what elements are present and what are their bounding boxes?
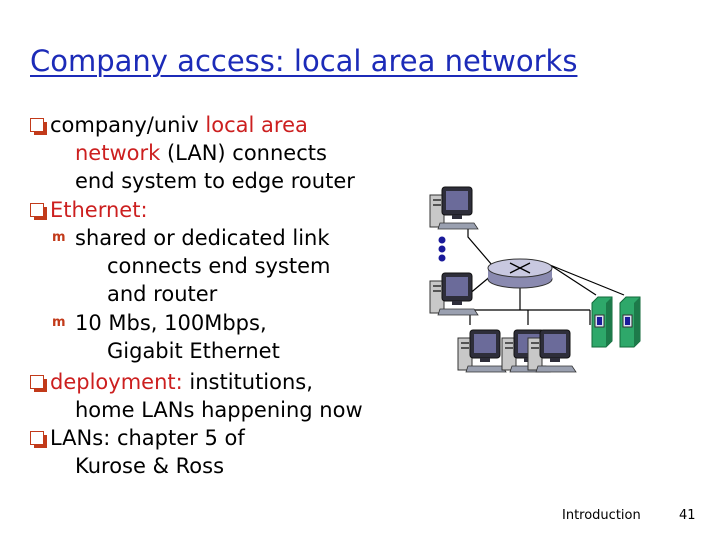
server-icon bbox=[619, 296, 641, 348]
bullet-text: (LAN) connects bbox=[160, 141, 327, 165]
bullet-text: Kurose & Ross bbox=[75, 454, 225, 478]
bullet-line: deployment: institutions, bbox=[50, 370, 313, 394]
bullet-line: LANs: chapter 5 of bbox=[50, 426, 245, 450]
bullet-text-highlight: Ethernet: bbox=[50, 198, 148, 222]
bullet-text: shared or dedicated link bbox=[75, 226, 330, 250]
bullet-line: network (LAN) connects bbox=[75, 141, 327, 165]
server-icon bbox=[591, 296, 613, 348]
sub-bullet-line: and router bbox=[107, 282, 217, 306]
bullet-text-highlight: network bbox=[75, 141, 161, 165]
bullet-text: end system to edge router bbox=[75, 169, 355, 193]
bullet-marker-icon bbox=[30, 431, 47, 448]
router-icon bbox=[487, 258, 553, 289]
bullet-text: company/univ bbox=[50, 113, 206, 137]
bullet-marker-icon bbox=[30, 375, 47, 392]
sub-bullet-line: shared or dedicated link bbox=[75, 226, 330, 250]
bullet-line: Ethernet: bbox=[50, 198, 148, 222]
bullet-marker-icon bbox=[30, 118, 47, 135]
bullet-text-highlight: local area bbox=[205, 113, 308, 137]
more-hosts-dots bbox=[438, 236, 446, 262]
sub-bullet-marker-icon: m bbox=[52, 230, 66, 245]
bullet-text: Gigabit Ethernet bbox=[107, 339, 280, 363]
bullet-text: connects end system bbox=[107, 254, 331, 278]
bullet-line: Kurose & Ross bbox=[75, 454, 224, 478]
footer-section: Introduction bbox=[562, 508, 641, 523]
sub-bullet-line: connects end system bbox=[107, 254, 330, 278]
page-number: 41 bbox=[679, 508, 696, 523]
bullet-line: home LANs happening now bbox=[75, 398, 363, 422]
desktop-computer-icon bbox=[457, 329, 507, 373]
bullet-text: institutions, bbox=[189, 370, 313, 394]
bullet-text: LANs: chapter 5 of bbox=[50, 426, 245, 450]
sub-bullet-line: 10 Mbs, 100Mbps, bbox=[75, 311, 267, 335]
desktop-computer-icon bbox=[429, 186, 479, 230]
bullet-text: and router bbox=[107, 282, 218, 306]
lan-diagram bbox=[429, 186, 641, 373]
bullet-text: home LANs happening now bbox=[75, 398, 363, 422]
bullet-line: end system to edge router bbox=[75, 169, 355, 193]
bullet-line: company/univ local area bbox=[50, 113, 308, 137]
bullet-text-highlight: deployment: bbox=[50, 370, 190, 394]
sub-bullet-line: Gigabit Ethernet bbox=[107, 339, 280, 363]
desktop-computer-icon bbox=[429, 272, 479, 316]
sub-bullet-marker-icon: m bbox=[52, 315, 66, 330]
bullet-text: 10 Mbs, 100Mbps, bbox=[75, 311, 267, 335]
slide-title: Company access: local area networks bbox=[30, 44, 578, 78]
bullet-marker-icon bbox=[30, 203, 47, 220]
